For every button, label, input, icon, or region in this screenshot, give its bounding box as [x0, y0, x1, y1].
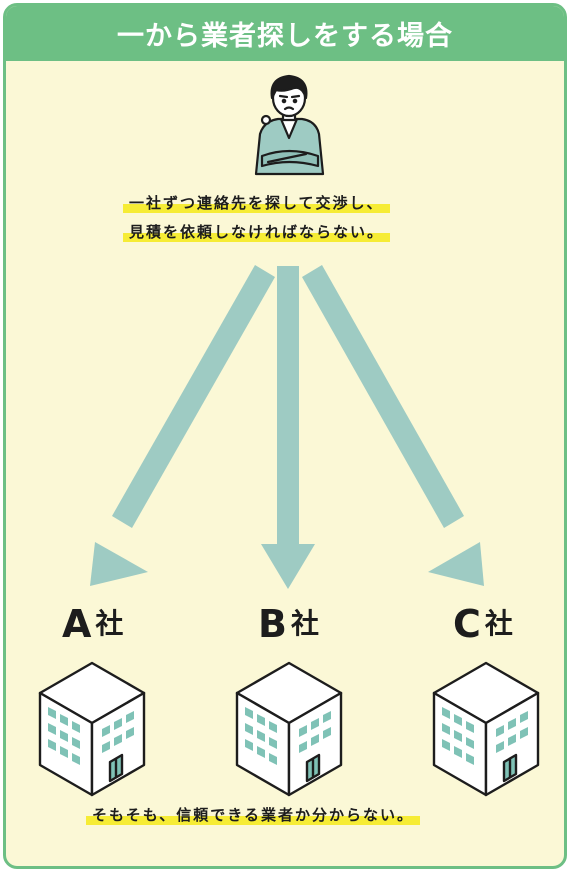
company-suffix: 社	[484, 607, 513, 640]
caption-bottom: そもそも、信頼できる業者か分からない。	[86, 804, 420, 825]
header-title: 一から業者探しをする場合	[6, 6, 564, 61]
company-letter: C	[453, 602, 481, 646]
company-letter: B	[258, 602, 287, 646]
diagram-card: 一から業者探しをする場合	[3, 3, 567, 869]
company-suffix: 社	[290, 607, 319, 640]
arrows	[90, 265, 484, 589]
building-icon	[38, 661, 146, 797]
building-icon	[235, 661, 343, 797]
caption-top-line2: 見積を依頼しなければならない。	[123, 221, 391, 242]
caption-top-line1: 一社ずつ連絡先を探して交渉し、	[123, 192, 390, 213]
building-icon	[432, 661, 540, 797]
arrow-down-icon	[261, 266, 315, 589]
arrow-down-left-icon	[90, 265, 275, 586]
company-letter: A	[62, 602, 92, 646]
diagram-canvas	[38, 74, 540, 797]
arrow-down-right-icon	[302, 265, 484, 586]
worried-person-icon	[254, 74, 325, 176]
company-suffix: 社	[95, 607, 124, 640]
